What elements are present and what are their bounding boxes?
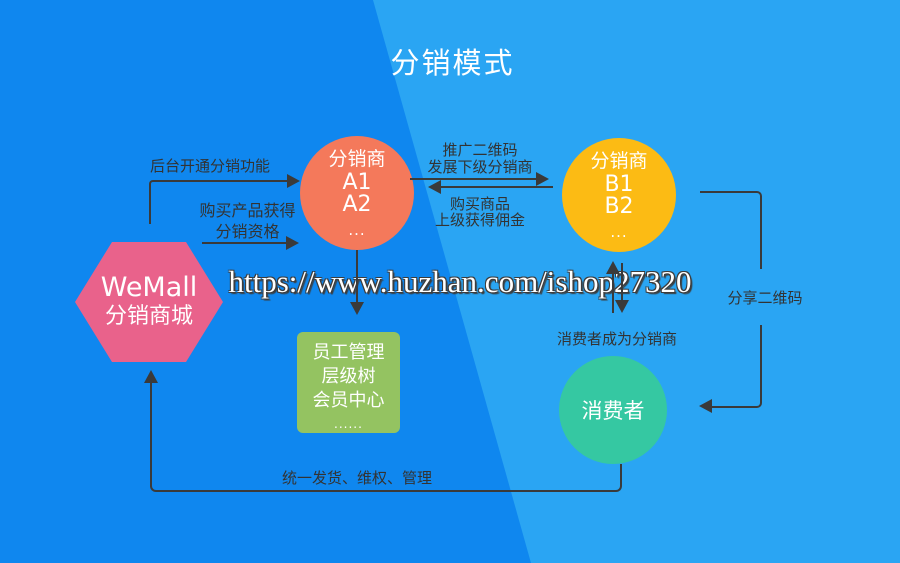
node-wemall-hexagon: WeMall 分销商城 [75,242,223,362]
management-line2: 层级树 [321,366,376,387]
management-line3: 会员中心 [312,390,385,411]
edge-promote-arrowhead-icon [536,172,549,186]
edge-become-up-line [612,274,614,313]
node-distributor-a: 分销商 A1 A2 ... [300,136,414,250]
edge-share-label: 分享二维码 [727,289,803,307]
edge-buy-label-line1: 购买商品 [449,195,510,213]
edge-become-up-arrowhead-icon [606,261,620,274]
edge-buy-label: 购买商品 上级获得佣金 [400,196,560,228]
distributor-b-item2: B2 [604,194,634,219]
edge-become-down-arrowhead-icon [615,300,629,313]
edge-share-arrowhead-icon [699,399,712,413]
edge-unified-label: 统一发货、维权、管理 [281,469,432,487]
edge-share-line-bottom [712,325,762,408]
wemall-name: WeMall [100,272,198,303]
edge-promote-label-line2: 发展下级分销商 [427,158,533,176]
distributor-b-ellipsis: ... [610,223,628,241]
consumer-label: 消费者 [581,399,645,423]
edge-unified-arrowhead-icon [144,370,158,383]
edge-qualify-label-line2: 分销资格 [215,222,280,241]
edge-unified-line-right [489,464,622,492]
edge-qualify-label: 购买产品获得 分销资格 [180,200,315,242]
edge-become-down-line [621,263,623,301]
edge-buy-line [440,186,553,188]
management-line1: 员工管理 [312,342,385,363]
edge-become-label: 消费者成为分销商 [556,330,677,348]
distributor-a-item1: A1 [342,170,372,195]
edge-buy-arrowhead-icon [428,180,441,194]
distributor-a-ellipsis: ... [348,221,366,239]
node-management-box: 员工管理 层级树 会员中心 ...... [297,332,400,433]
edge-share-line-top [700,191,762,269]
edge-unified-line-left [150,383,490,492]
edge-qualify-line [202,242,287,244]
edge-promote-label: 推广二维码 发展下级分销商 [400,142,560,176]
edge-enable-arrowhead-icon [287,174,300,188]
distributor-b-item1: B1 [604,172,634,197]
edge-enable-line [149,180,291,224]
management-ellipsis: ...... [334,417,363,431]
edge-enable-label: 后台开通分销功能 [149,157,270,175]
distributor-b-title: 分销商 [590,150,648,172]
node-consumer: 消费者 [559,356,667,464]
watermark-url: https://www.huzhan.com/ishop27320 [228,264,692,299]
diagram-title: 分销模式 [390,46,515,80]
edge-qualify-label-line1: 购买产品获得 [199,201,296,220]
edge-promote-line [410,178,537,180]
wemall-subtitle: 分销商城 [104,304,193,329]
edge-buy-label-line2: 上级获得佣金 [434,211,525,229]
distributor-a-item2: A2 [342,192,372,217]
edge-a-to-management-arrowhead-icon [350,302,364,315]
edge-promote-label-line1: 推广二维码 [442,141,518,159]
edge-qualify-arrowhead-icon [286,236,299,250]
edge-a-to-management-line [356,250,358,303]
distributor-a-title: 分销商 [328,148,386,170]
node-distributor-b: 分销商 B1 B2 ... [562,138,676,252]
